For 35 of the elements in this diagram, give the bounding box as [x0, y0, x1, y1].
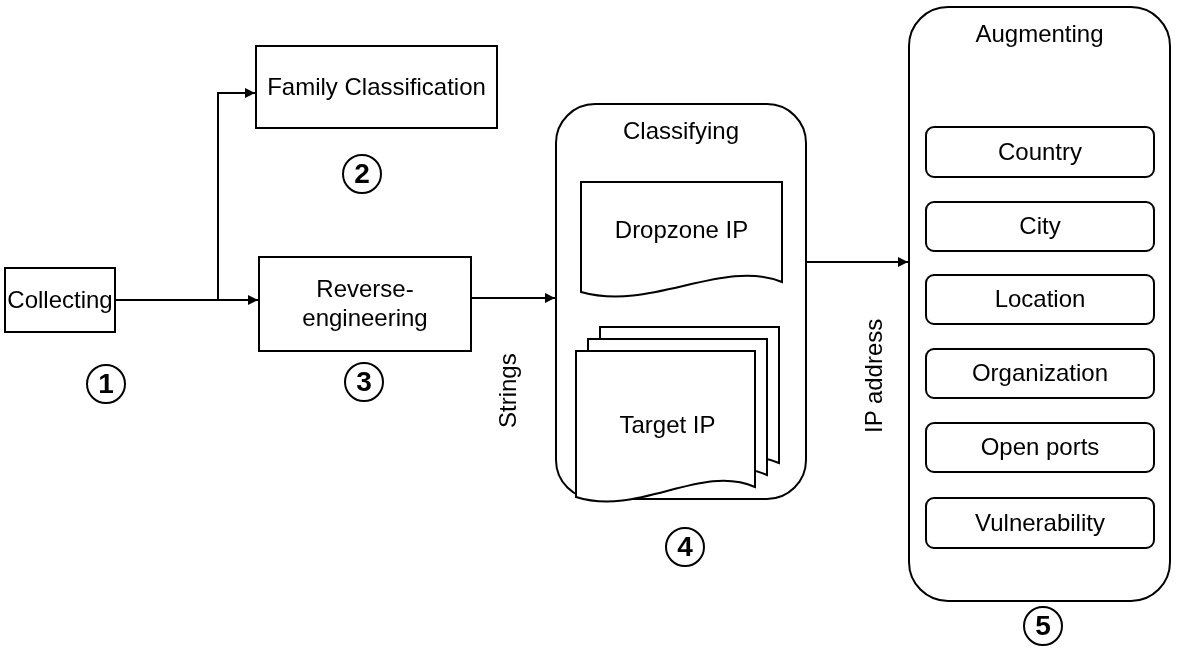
node-label: Organization: [971, 359, 1109, 388]
attribute-box: [925, 497, 1155, 549]
process-container: [908, 6, 1171, 602]
attribute-box: [925, 274, 1155, 325]
step-number: 2: [342, 154, 382, 194]
process-box: [258, 256, 472, 352]
node-label: Reverse-engineering: [301, 275, 429, 333]
arrow: [115, 295, 259, 305]
node-label: Target IP: [619, 410, 716, 440]
node-label: Collecting: [7, 285, 113, 315]
edge-label: Strings: [496, 353, 520, 428]
container-heading: Classifying: [622, 117, 739, 146]
node-label: Family Classification: [267, 72, 486, 102]
step-number: 1: [86, 364, 126, 404]
attribute-box: [925, 422, 1155, 473]
process-container: [555, 103, 807, 500]
node-label: Dropzone IP: [614, 215, 749, 245]
attribute-box: [925, 126, 1155, 178]
document-shape: [580, 181, 783, 299]
process-box: [255, 45, 498, 129]
process-box: [4, 267, 116, 333]
node-label: City: [1019, 212, 1061, 241]
arrow: [471, 293, 556, 303]
node-label: Country: [997, 137, 1082, 167]
step-number: 5: [1023, 606, 1063, 646]
attribute-box: [925, 201, 1155, 252]
node-label: Location: [994, 285, 1086, 314]
container-heading: Augmenting: [975, 20, 1104, 49]
node-label: Vulnerability: [975, 508, 1105, 538]
attribute-box: [925, 348, 1155, 399]
step-number: 3: [344, 362, 384, 402]
step-number: 4: [665, 527, 705, 567]
document-stack: [575, 326, 780, 504]
arrow: [806, 257, 909, 267]
node-label: Open ports: [980, 433, 1100, 462]
